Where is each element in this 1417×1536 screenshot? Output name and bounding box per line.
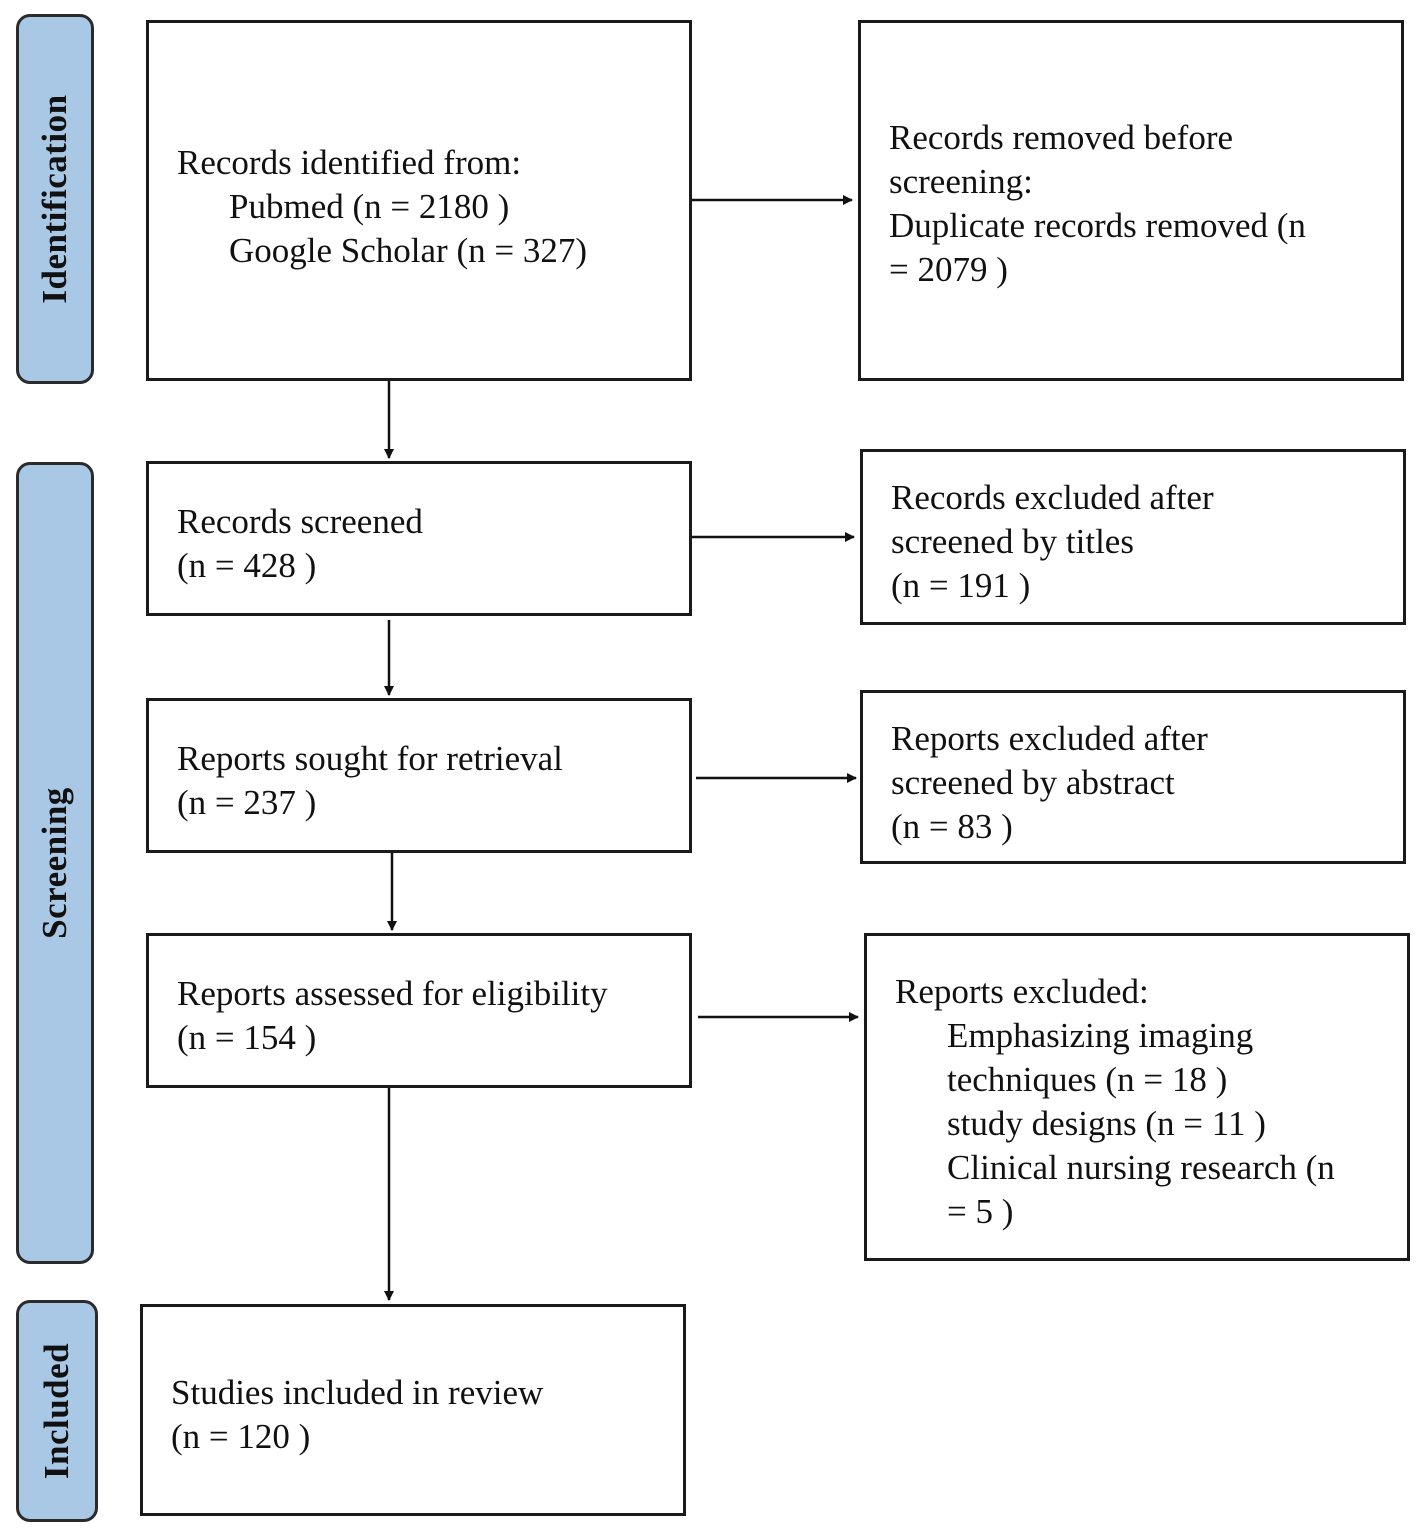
records-identified-box: Records identified from: Pubmed (n = 218… (146, 20, 692, 381)
reports-assessed-line2: (n = 154 ) (177, 1018, 317, 1057)
excluded-abstract-line2: screened by abstract (891, 763, 1175, 802)
records-identified-heading: Records identified from: (177, 143, 522, 182)
excluded-titles-box: Records excluded after screened by title… (860, 449, 1406, 625)
reports-excluded-heading: Reports excluded: (895, 972, 1149, 1011)
stage-included: Included (16, 1300, 98, 1522)
reason-nursing-line1: Clinical nursing research (n (947, 1148, 1335, 1187)
studies-included-line1: Studies included in review (171, 1373, 544, 1412)
excluded-titles-line3: (n = 191 ) (891, 566, 1031, 605)
records-removed-box: Records removed before screening: Duplic… (858, 20, 1404, 381)
reason-imaging-line1: Emphasizing imaging (947, 1016, 1254, 1055)
studies-included-box: Studies included in review (n = 120 ) (140, 1304, 686, 1516)
records-screened-line1: Records screened (177, 502, 423, 541)
studies-included-line2: (n = 120 ) (171, 1417, 311, 1456)
reports-assessed-box: Reports assessed for eligibility (n = 15… (146, 933, 692, 1088)
reports-excluded-box: Reports excluded: Emphasizing imaging te… (864, 933, 1410, 1261)
excluded-abstract-line1: Reports excluded after (891, 719, 1208, 758)
reports-sought-box: Reports sought for retrieval (n = 237 ) (146, 698, 692, 853)
records-removed-line4: = 2079 ) (889, 250, 1008, 289)
excluded-titles-line2: screened by titles (891, 522, 1134, 561)
reason-study-designs: study designs (n = 11 ) (947, 1104, 1266, 1143)
records-screened-box: Records screened (n = 428 ) (146, 461, 692, 616)
records-removed-line3: Duplicate records removed (n (889, 206, 1306, 245)
reason-nursing-line2: = 5 ) (947, 1192, 1014, 1231)
excluded-titles-line1: Records excluded after (891, 478, 1214, 517)
excluded-abstract-box: Reports excluded after screened by abstr… (860, 690, 1406, 864)
records-removed-line1: Records removed before (889, 118, 1234, 157)
reports-assessed-line1: Reports assessed for eligibility (177, 974, 608, 1013)
stage-identification: Identification (16, 14, 94, 384)
reports-sought-line2: (n = 237 ) (177, 783, 317, 822)
reports-sought-line1: Reports sought for retrieval (177, 739, 563, 778)
excluded-abstract-line3: (n = 83 ) (891, 807, 1013, 846)
records-removed-line2: screening: (889, 162, 1033, 201)
google-scholar-count: Google Scholar (n = 327) (229, 231, 587, 270)
stage-screening: Screening (16, 462, 94, 1264)
reason-imaging-line2: techniques (n = 18 ) (947, 1060, 1228, 1099)
records-screened-line2: (n = 428 ) (177, 546, 317, 585)
pubmed-count: Pubmed (n = 2180 ) (229, 187, 510, 226)
